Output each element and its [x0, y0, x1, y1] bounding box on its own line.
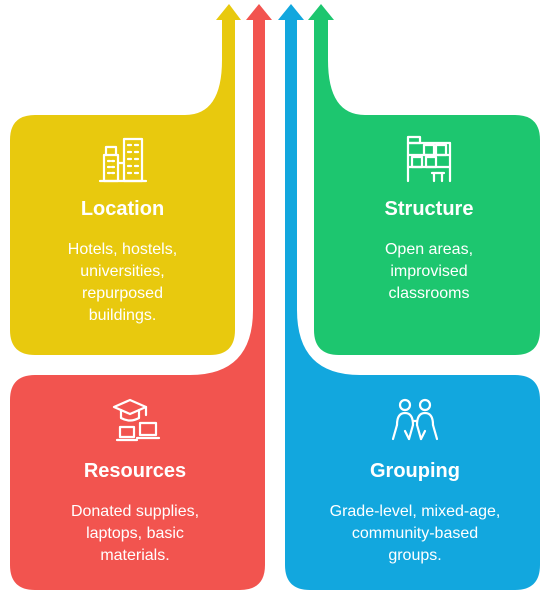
- location-arrow-shape: [10, 4, 241, 355]
- structure-title: Structure: [384, 198, 474, 220]
- shelves-icon: [406, 135, 452, 183]
- location-line: repurposed: [82, 285, 163, 302]
- grouping-line: groups.: [388, 547, 442, 564]
- structure-description: Open areas, improvised classrooms: [318, 239, 540, 305]
- resources-description: Donated supplies, laptops, basic materia…: [10, 501, 260, 567]
- resources-line: Donated supplies,: [70, 503, 200, 520]
- people-group-icon: [391, 398, 439, 441]
- grouping-title: Grouping: [370, 460, 460, 482]
- graduation-laptop-icon: [112, 398, 161, 442]
- structure-line: Open areas,: [384, 241, 474, 258]
- structure-arrow-shape: [308, 4, 540, 355]
- location-card: Location Hotels, hostels, universities, …: [10, 133, 235, 327]
- resources-line: materials.: [100, 547, 170, 564]
- structure-line: improvised: [390, 263, 468, 280]
- grouping-description: Grade-level, mixed-age, community-based …: [290, 501, 540, 567]
- structure-card: Structure Open areas, improvised classro…: [318, 133, 540, 305]
- grouping-line: Grade-level, mixed-age,: [329, 503, 501, 520]
- grouping-line: community-based: [351, 525, 479, 542]
- resources-arrow-shape: [10, 4, 272, 590]
- structure-line: classrooms: [388, 285, 470, 302]
- resources-line: laptops, basic: [86, 525, 184, 542]
- resources-card: Resources Donated supplies, laptops, bas…: [10, 395, 260, 567]
- city-buildings-icon: [98, 137, 147, 183]
- resources-title: Resources: [83, 460, 187, 482]
- location-line: Hotels, hostels,: [67, 241, 178, 258]
- location-line: universities,: [80, 263, 165, 280]
- grouping-arrow-shape: [278, 4, 540, 590]
- location-title: Location: [80, 198, 165, 220]
- location-description: Hotels, hostels, universities, repurpose…: [10, 239, 235, 327]
- grouping-card: Grouping Grade-level, mixed-age, communi…: [290, 395, 540, 567]
- location-line: buildings.: [88, 307, 157, 324]
